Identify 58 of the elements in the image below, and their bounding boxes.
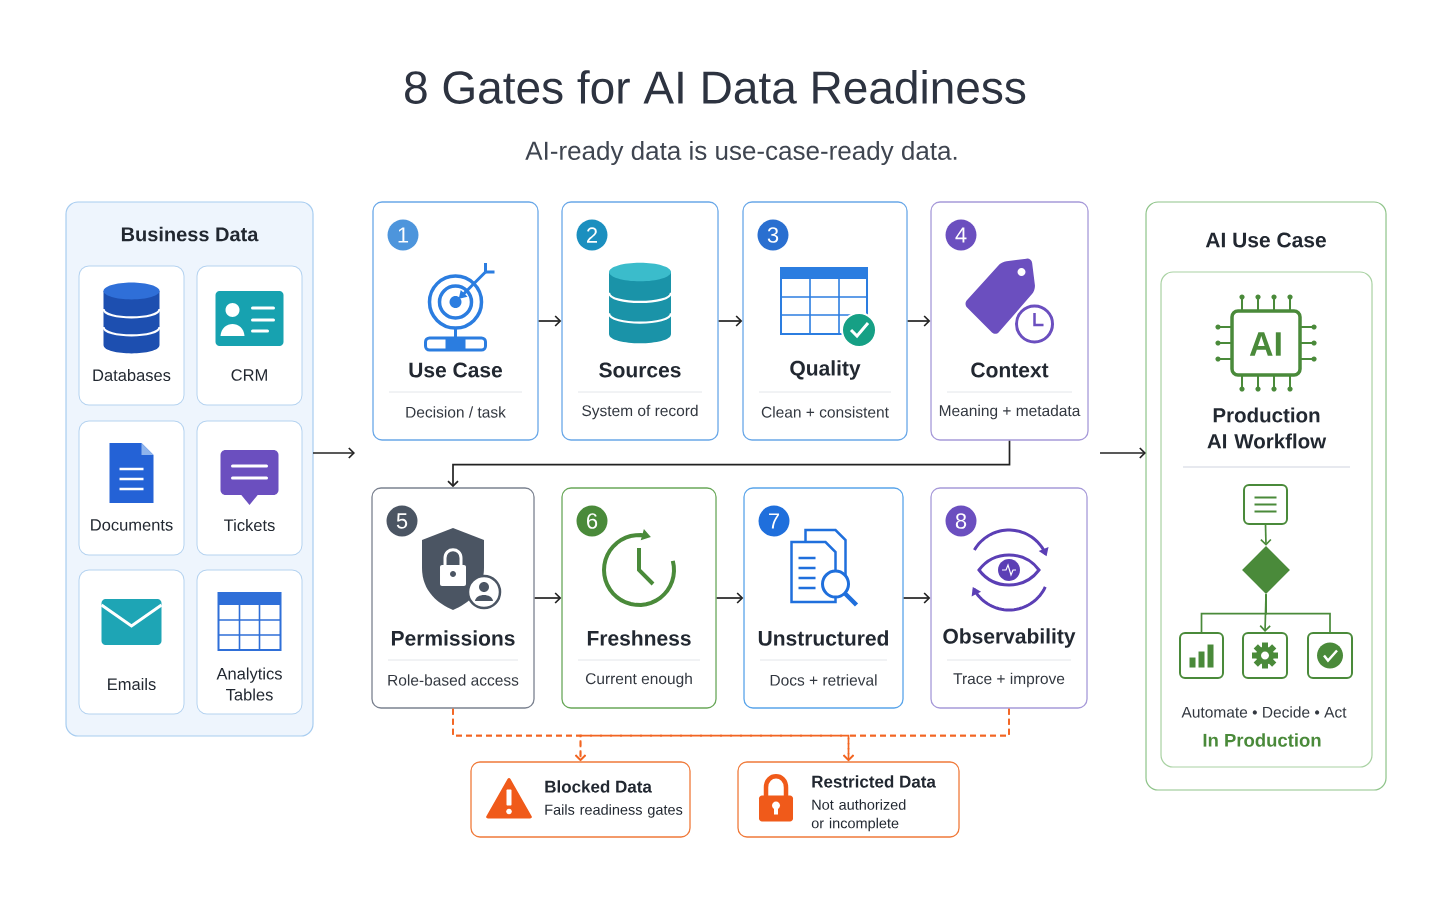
arrow [906, 315, 931, 327]
gate-subtitle: Role-based access [388, 674, 519, 686]
check-icon [1307, 632, 1353, 679]
gate-title: Unstructured [758, 630, 889, 646]
number-badge: 5 [386, 505, 418, 537]
arrow [537, 315, 562, 327]
gate-subtitle: Meaning + metadata [939, 404, 1081, 420]
title: 8 Gates for AI Data Readiness [405, 70, 1026, 104]
gate-subtitle: Clean + consistent [761, 406, 889, 418]
alert-note: Not authorized or incomplete [811, 799, 906, 832]
gate-title: Quality [790, 360, 861, 380]
number-badge: 1 [387, 219, 419, 251]
gear-icon [1242, 632, 1288, 679]
number-badge: 4 [945, 219, 977, 251]
gate-subtitle: Trace + improve [953, 672, 1065, 688]
chip-label: AI [1249, 332, 1281, 356]
arrow [312, 447, 355, 459]
gate-subtitle: Docs + retrieval [770, 674, 877, 686]
arrow [717, 315, 743, 327]
list-icon [1243, 484, 1288, 525]
arrow [1099, 447, 1146, 459]
gate-title: Context [971, 362, 1049, 378]
number-badge: 3 [757, 219, 789, 251]
status-text: In Production [1203, 733, 1321, 747]
arrow [447, 439, 1011, 488]
source-label: CRM [231, 369, 267, 381]
panel-heading: Business Data [121, 226, 259, 242]
gate-subtitle: Current enough [585, 672, 692, 688]
arrow [842, 707, 1010, 762]
chart-icon [1179, 632, 1224, 679]
panel-heading: AI Use Case [1205, 232, 1326, 248]
alert-note: Fails readiness gates [545, 804, 683, 818]
source-label: Documents [91, 519, 173, 531]
source-label: Tickets [224, 518, 275, 532]
gate-subtitle: System of record [582, 404, 698, 420]
source-label: Databases [93, 368, 171, 382]
gate-title: Sources [599, 362, 681, 378]
number-badge: 6 [576, 505, 608, 537]
number-badge: 2 [576, 219, 608, 251]
gate-subtitle: Decision / task [406, 406, 506, 418]
source-label: Analytics Tables [216, 667, 282, 701]
arrow [902, 592, 931, 604]
gate-title: Freshness [587, 630, 691, 646]
gate-title: Observability [943, 628, 1076, 648]
arrow [1260, 524, 1272, 546]
gate-title: Use Case [409, 362, 503, 378]
number-badge: 8 [945, 505, 977, 537]
source-label: Emails [108, 677, 156, 691]
workflow-caption: Automate • Decide • Act [1181, 706, 1347, 718]
number-badge: 7 [758, 505, 790, 537]
arrow [715, 592, 744, 604]
workflow-title: Production AI Workflow [1207, 407, 1327, 449]
alert-title: Blocked Data [545, 780, 652, 793]
gate-title: Permissions [391, 630, 515, 646]
alert-title: Restricted Data [812, 775, 936, 788]
arrow [533, 592, 562, 604]
decision-diamond [1242, 546, 1290, 594]
subtitle: AI-ready data is use-case-ready data. [525, 140, 957, 166]
